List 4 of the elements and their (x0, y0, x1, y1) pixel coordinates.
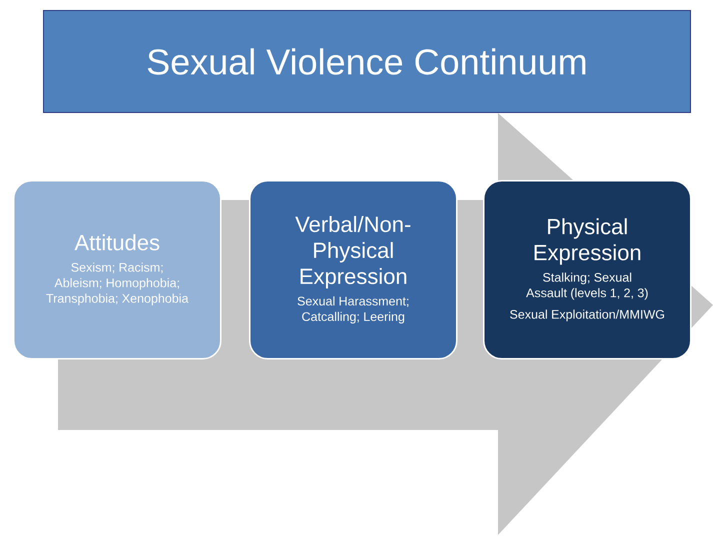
stage-box: Physical Expression Stalking; Sexual Assault (levels 1, 2, 3) Sexual Exploitation/MMIWG (483, 180, 692, 360)
stage-box: Verbal/Non-Physical Expression Sexual Harassment; Catcalling; Leering (249, 180, 458, 360)
stage-box: Attitudes Sexism; Racism; Ableism; Homophobia; Transphobia; Xenophobia (13, 180, 222, 360)
title-banner: Sexual Violence Continuum (43, 10, 691, 113)
